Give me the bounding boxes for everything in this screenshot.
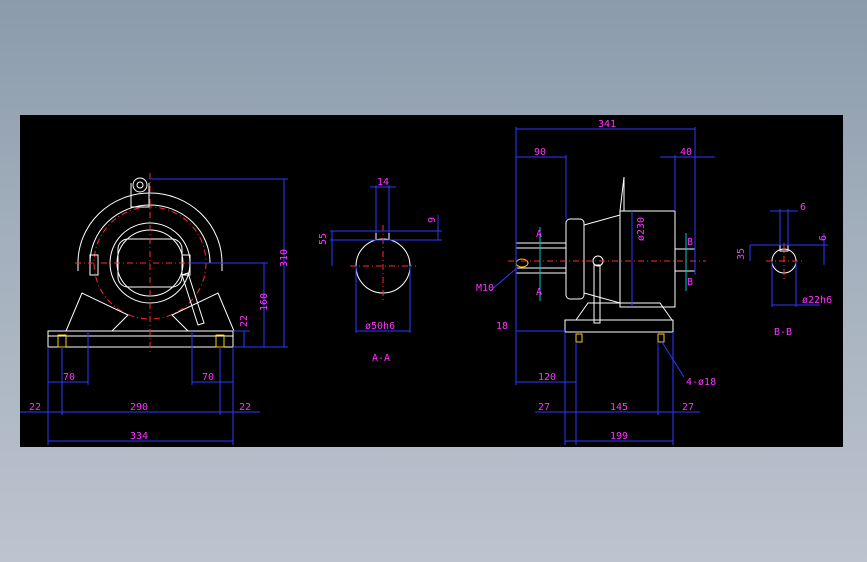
drawing-canvas: 310 160 22 70 70 22 290 22 334 14 9 55 ø… <box>20 115 843 447</box>
base-foot <box>564 319 674 333</box>
dim-55: 55 <box>318 233 329 245</box>
stud-left <box>89 254 99 276</box>
dim-18: 18 <box>496 321 508 332</box>
dim-70-left: 70 <box>63 372 75 383</box>
support-frame <box>575 302 673 321</box>
base-hole-left <box>57 334 67 348</box>
front-view: 310 160 22 70 70 22 290 22 334 <box>20 173 290 445</box>
label-holes: 4-ø18 <box>686 377 716 388</box>
dim-334: 334 <box>130 431 148 442</box>
dim-27-left: 27 <box>538 402 550 413</box>
dim-diameter-22: ø22h6 <box>802 295 832 306</box>
stud-right <box>181 254 191 276</box>
cad-drawing: 310 160 22 70 70 22 290 22 334 14 9 55 ø… <box>20 119 832 445</box>
section-mark-b-bottom: B <box>687 277 693 288</box>
foot-hole-left <box>575 333 583 343</box>
body-taper <box>583 214 621 304</box>
lifting-plate-edge <box>619 176 625 212</box>
dim-160: 160 <box>259 293 270 311</box>
dim-6-top: 6 <box>800 202 806 213</box>
section-a-a-title: A-A <box>372 353 390 364</box>
leg-right <box>171 292 235 332</box>
section-a-a: 14 9 55 ø50h6 A-A <box>318 177 442 364</box>
section-mark-b-top: B <box>687 237 693 248</box>
dim-290: 290 <box>130 402 148 413</box>
dim-diameter-230: ø230 <box>636 217 647 241</box>
leg-left <box>65 292 129 332</box>
dim-9: 9 <box>427 217 438 223</box>
dim-310: 310 <box>279 249 290 267</box>
base-hole-right <box>215 334 225 348</box>
output-shaft <box>674 248 696 272</box>
m10-plug <box>515 258 529 268</box>
dim-90: 90 <box>534 147 546 158</box>
lever-handle <box>593 264 601 324</box>
base-plate <box>47 330 234 348</box>
dim-120: 120 <box>538 372 556 383</box>
dim-diameter: ø50h6 <box>365 321 395 332</box>
dim-14: 14 <box>377 177 389 188</box>
dim-6-right: 6 <box>818 235 829 241</box>
lever <box>181 272 205 326</box>
main-housing <box>619 210 676 308</box>
dim-27-right: 27 <box>682 402 694 413</box>
dim-145: 145 <box>610 402 628 413</box>
housing-outline <box>77 192 223 271</box>
section-b-b: 6 6 35 ø22h6 B-B <box>736 202 832 338</box>
section-mark-a-top: A <box>536 229 542 240</box>
dim-341: 341 <box>598 119 616 130</box>
holes-leader <box>661 341 685 378</box>
dim-199: 199 <box>610 431 628 442</box>
m10-leader <box>489 266 519 292</box>
lifting-eye-hole <box>136 181 144 189</box>
section-b-b-title: B-B <box>774 327 792 338</box>
dim-40: 40 <box>680 147 692 158</box>
dim-70-right: 70 <box>202 372 214 383</box>
label-m10: M10 <box>476 283 494 294</box>
side-view: A A B B 341 90 40 ø230 M10 18 120 27 145… <box>476 119 716 445</box>
input-flange <box>565 218 585 300</box>
foot-hole-right <box>657 333 665 343</box>
lifting-lug <box>130 183 150 208</box>
dim-22-right: 22 <box>239 402 251 413</box>
section-mark-a-bottom: A <box>536 287 542 298</box>
dim-22-vertical: 22 <box>239 315 250 327</box>
lifting-eye <box>132 177 148 193</box>
dim-22-left: 22 <box>29 402 41 413</box>
dim-35: 35 <box>736 248 747 260</box>
